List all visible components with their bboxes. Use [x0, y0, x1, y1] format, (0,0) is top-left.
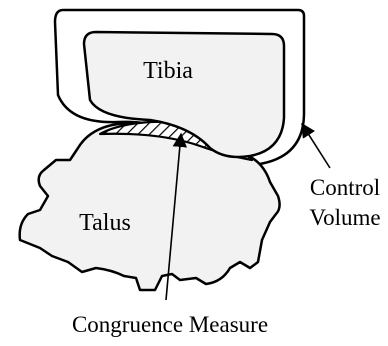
talus-label: Talus — [79, 210, 131, 236]
control-volume-arrow — [302, 124, 330, 168]
control-volume-label-line1: Control — [310, 175, 380, 200]
control-volume-label-line2: Volume — [309, 205, 380, 230]
tibia-label: Tibia — [143, 58, 193, 84]
congruence-measure-label: Congruence Measure — [72, 312, 268, 337]
